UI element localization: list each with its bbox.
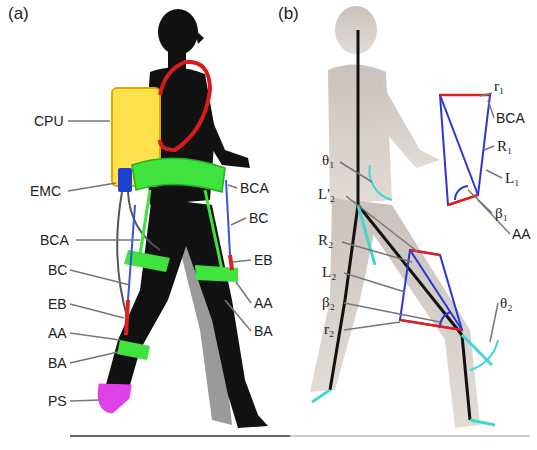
part-name: EB <box>254 252 273 268</box>
part-name: CPU <box>34 113 64 129</box>
emc-box <box>118 168 132 192</box>
leader-lines <box>68 121 251 401</box>
symbol-label: r₁ <box>494 78 504 94</box>
part-name: PS <box>48 393 67 409</box>
angle-arc <box>470 340 498 370</box>
stick-figure <box>330 30 470 420</box>
floor <box>70 435 290 437</box>
panel-letter: (b) <box>278 6 299 22</box>
harness <box>160 62 210 150</box>
symbol-label: β₂ <box>322 294 335 310</box>
part-name: AA <box>512 226 531 242</box>
human-silhouette <box>104 9 268 428</box>
part-name: BA <box>254 323 273 339</box>
foot-segments <box>312 205 495 425</box>
angle-arc <box>369 165 392 200</box>
leader-lines <box>340 93 510 342</box>
symbol-label: R₁ <box>497 138 512 154</box>
hip-linkage <box>440 95 490 205</box>
part-name: EB <box>48 296 67 312</box>
part-name: AA <box>254 295 273 311</box>
waist-belt <box>132 158 225 192</box>
symbol-label: θ₂ <box>500 295 512 311</box>
symbol-label: L₂ <box>322 264 336 280</box>
part-name: BC <box>249 210 268 226</box>
bowden-cable <box>128 205 135 300</box>
part-name: BCA <box>40 232 69 248</box>
symbol-label: β₁ <box>495 205 508 221</box>
symbol-label: r₂ <box>324 321 334 337</box>
symbol-label: θ₁ <box>322 152 334 168</box>
shank-cuff <box>117 340 150 360</box>
symbol-label: L₁ <box>505 170 519 186</box>
symbol-label: L'₂ <box>318 186 335 202</box>
panel-letter: (a) <box>8 6 29 22</box>
floor <box>290 435 530 437</box>
part-name: BCA <box>496 110 525 126</box>
faded-silhouette <box>310 6 480 428</box>
symbol-label: R₂ <box>318 232 333 248</box>
elastic-band <box>230 255 232 270</box>
part-name: BCA <box>240 180 269 196</box>
part-name: EMC <box>30 183 61 199</box>
pressure-shoe <box>99 385 130 412</box>
part-name: AA <box>48 325 67 341</box>
bowden-cable <box>226 180 230 255</box>
elastic-band <box>126 300 128 335</box>
part-name: BC <box>48 262 67 278</box>
part-name: BA <box>48 355 67 371</box>
